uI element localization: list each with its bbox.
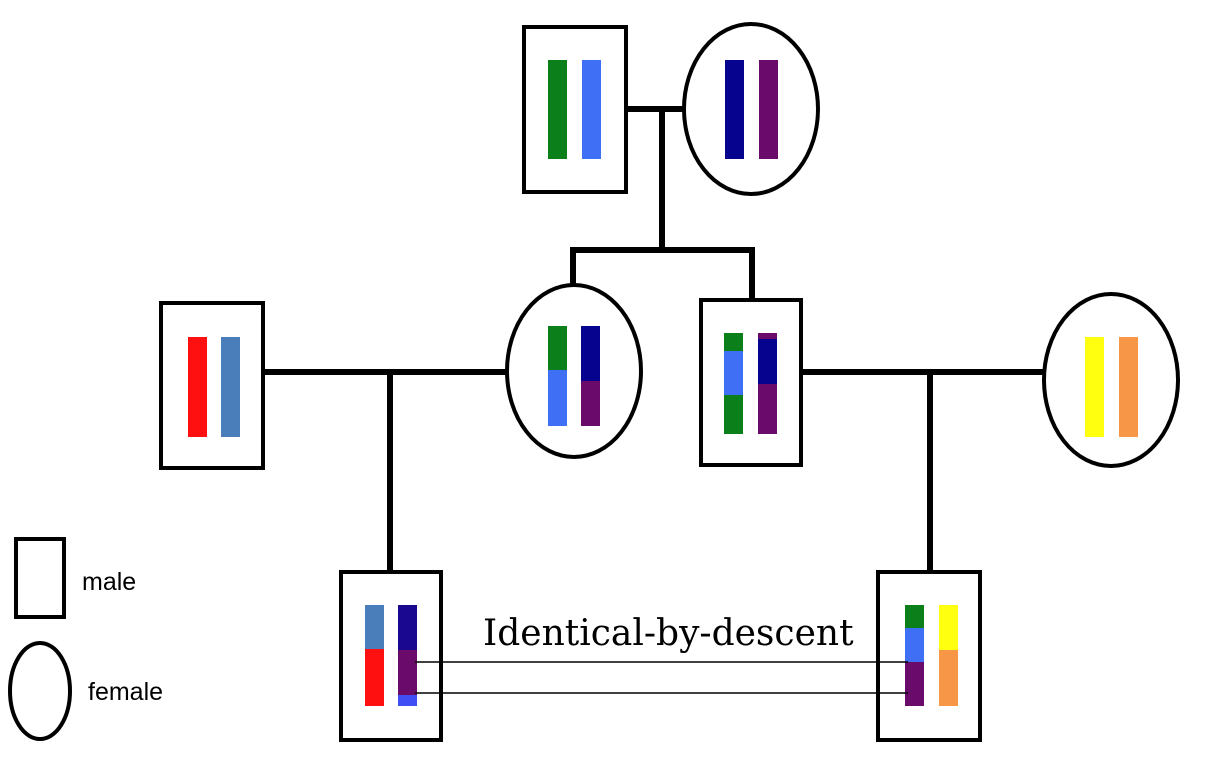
chromosome-segment	[581, 326, 600, 381]
male-square	[876, 570, 982, 742]
chromosome-segment	[1085, 337, 1104, 437]
male-square	[159, 301, 265, 470]
female-circle	[505, 283, 643, 459]
chromosome-segment	[905, 628, 924, 662]
chromosome-segment	[398, 650, 417, 695]
ibd-annotation: Identical-by-descent	[483, 613, 854, 654]
chromosome-segment	[398, 695, 417, 706]
female-circle	[682, 22, 820, 196]
gen3-right-male	[876, 570, 982, 742]
chromosome-segment	[939, 605, 958, 650]
female-circle	[1042, 292, 1180, 468]
chromosome-segment	[759, 60, 778, 159]
chromosome-segment	[1119, 337, 1138, 437]
chromosome-segment	[725, 60, 744, 159]
chromosome-segment	[724, 333, 743, 351]
chromosome-segment	[724, 395, 743, 434]
gen2-married-in-male	[159, 301, 265, 470]
legend-female-label: female	[88, 678, 163, 706]
chromosome-segment	[758, 333, 777, 339]
chromosome-segment	[365, 605, 384, 649]
gen1-male	[522, 25, 628, 194]
legend-male-square	[14, 537, 66, 619]
male-square	[522, 25, 628, 194]
chromosome-segment	[548, 60, 567, 159]
chromosome-segment	[758, 339, 777, 384]
gen1-female	[682, 22, 820, 196]
chromosome-segment	[581, 381, 600, 426]
male-square	[699, 298, 803, 467]
chromosome-segment	[548, 326, 567, 370]
chromosome-segment	[188, 337, 207, 437]
gen2-married-in-female	[1042, 292, 1180, 468]
chromosome-segment	[221, 337, 240, 437]
gen2-son	[699, 298, 803, 467]
male-square	[339, 570, 443, 742]
legend: male female	[8, 537, 163, 741]
chromosome-segment	[724, 351, 743, 395]
gen3-left-male	[339, 570, 443, 742]
chromosome-segment	[398, 605, 417, 650]
legend-male-label: male	[82, 568, 136, 596]
chromosome-segment	[905, 662, 924, 706]
chromosome-segment	[582, 60, 601, 159]
chromosome-segment	[548, 370, 567, 426]
chromosome-segment	[905, 605, 924, 628]
chromosome-segment	[365, 649, 384, 706]
chromosome-segment	[758, 384, 777, 434]
legend-female-circle	[8, 641, 72, 741]
pedigree-lines	[260, 106, 1048, 575]
ibd-lines	[415, 661, 908, 694]
chromosome-segment	[939, 650, 958, 706]
gen2-daughter	[505, 283, 643, 459]
